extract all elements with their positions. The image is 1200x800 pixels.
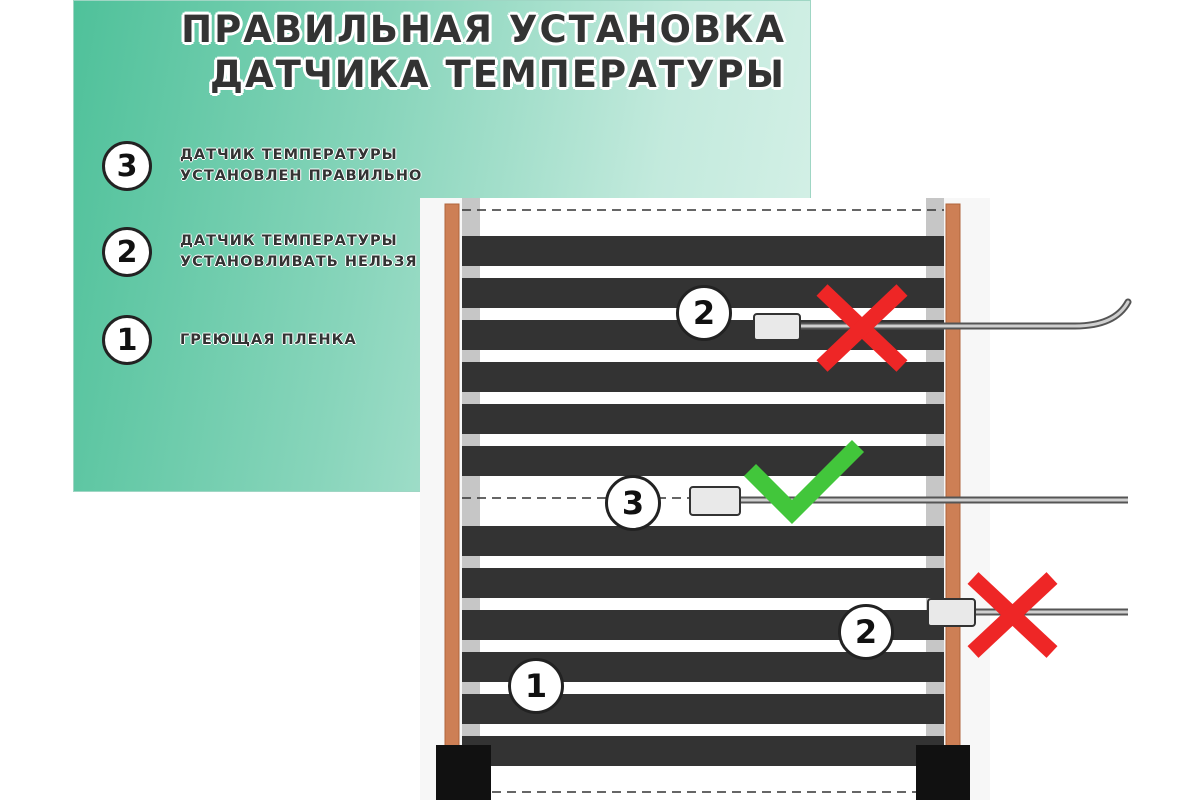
legend-text-wrong: датчик температуры установливать нельзя xyxy=(180,231,418,273)
marker-heating-film: 1 xyxy=(508,658,564,714)
carbon-stripe xyxy=(462,736,944,766)
marker-sensor-right: 2 xyxy=(838,604,894,660)
sensor-right xyxy=(927,598,976,627)
legend-text-line: установливать нельзя xyxy=(180,254,418,270)
legend-item-correct: 3 датчик температуры установлен правильн… xyxy=(102,141,422,191)
legend-text-line: датчик температуры xyxy=(180,233,398,249)
copper-strip-left xyxy=(444,203,460,765)
terminal-clamp-left xyxy=(436,745,491,800)
legend-text-line: греющая пленка xyxy=(180,331,357,348)
sensor-middle xyxy=(689,486,741,516)
copper-strip-right xyxy=(945,203,961,765)
marker-sensor-top: 2 xyxy=(676,285,732,341)
sensor-wire-top-highlight xyxy=(798,300,1130,328)
carbon-stripe xyxy=(462,404,944,434)
cross-icon xyxy=(816,284,908,372)
cross-icon-stroke xyxy=(967,572,1058,658)
sensor-top xyxy=(753,313,801,341)
legend-badge-3: 3 xyxy=(102,141,152,191)
checkmark-icon xyxy=(743,439,865,525)
terminal-clamp-right xyxy=(916,745,970,800)
legend-text-line: датчик температуры xyxy=(180,147,398,163)
cross-icon-stroke xyxy=(816,284,908,372)
legend-text-correct: датчик температуры установлен правильно xyxy=(180,145,422,187)
legend-badge-2: 2 xyxy=(102,227,152,277)
legend-text-film: греющая пленка xyxy=(180,330,357,351)
legend-item-wrong: 2 датчик температуры установливать нельз… xyxy=(102,227,418,277)
title-line-1: Правильная установка xyxy=(181,8,786,51)
marker-sensor-middle: 3 xyxy=(605,475,661,531)
carbon-stripe xyxy=(462,568,944,598)
carbon-stripe xyxy=(462,446,944,476)
legend-item-film: 1 греющая пленка xyxy=(102,315,357,365)
carbon-stripe xyxy=(462,526,944,556)
carbon-stripe xyxy=(462,236,944,266)
legend-text-line: установлен правильно xyxy=(180,168,423,184)
legend-badge-1: 1 xyxy=(102,315,152,365)
carbon-stripe xyxy=(462,362,944,392)
cross-icon xyxy=(967,572,1058,658)
page-title: Правильная установка датчика температуры xyxy=(181,7,786,97)
title-line-2: датчика температуры xyxy=(210,53,786,96)
